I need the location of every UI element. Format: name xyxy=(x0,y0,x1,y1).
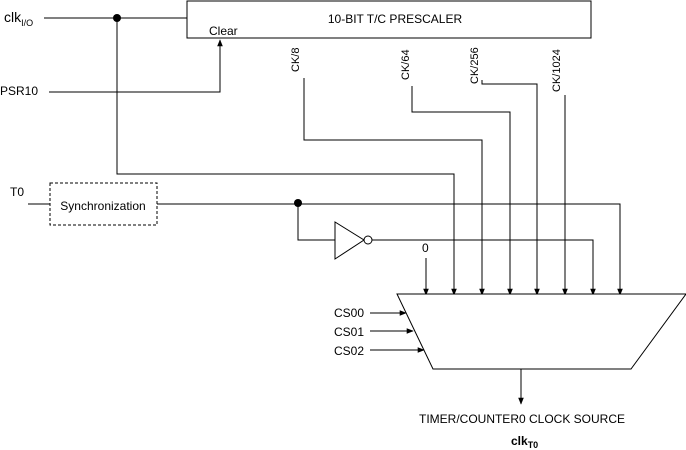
tap-ck256-wire xyxy=(481,80,540,296)
prescaler-block xyxy=(186,0,592,39)
tap-ck64-label: CK/64 xyxy=(400,49,412,80)
t0-junction-dot xyxy=(294,199,302,207)
clk-t0-main: clk xyxy=(511,434,528,448)
zero-input-label: 0 xyxy=(422,241,429,255)
clear-label: Clear xyxy=(209,24,238,38)
sync-label: Synchronization xyxy=(60,199,145,213)
clock-select-mux xyxy=(396,293,686,370)
tap-ck8-wire xyxy=(303,78,485,296)
clk-io-subscript: I/O xyxy=(21,18,33,28)
prescaler-title: 10-BIT T/C PRESCALER xyxy=(328,12,463,26)
cs00-label: CS00 xyxy=(334,306,364,320)
inverter-gate xyxy=(334,221,365,260)
clk-t0-label: clkT0 xyxy=(511,434,538,450)
psr10-label: PSR10 xyxy=(0,84,38,98)
tap-ck1024-label: CK/1024 xyxy=(551,49,563,92)
inverter-bubble xyxy=(363,235,373,245)
clk-bypass-wire xyxy=(116,18,457,296)
cs01-label: CS01 xyxy=(334,325,364,339)
clk-io-main: clk xyxy=(4,9,22,25)
clk-io-label: clkI/O xyxy=(4,9,33,28)
clk-t0-subscript: T0 xyxy=(528,440,539,450)
tap-ck8-label: CK/8 xyxy=(290,48,302,72)
inverter-output-wire xyxy=(372,239,596,296)
tap-ck64-wire xyxy=(411,86,513,296)
cs02-label: CS02 xyxy=(334,344,364,358)
t0-label: T0 xyxy=(10,185,24,199)
t0-invert-wire xyxy=(297,204,335,241)
t0-direct-wire xyxy=(298,203,623,296)
output-caption: TIMER/COUNTER0 CLOCK SOURCE xyxy=(419,412,625,426)
psr10-wire xyxy=(49,39,223,93)
sync-block xyxy=(49,182,158,226)
tap-ck256-label: CK/256 xyxy=(469,47,481,84)
